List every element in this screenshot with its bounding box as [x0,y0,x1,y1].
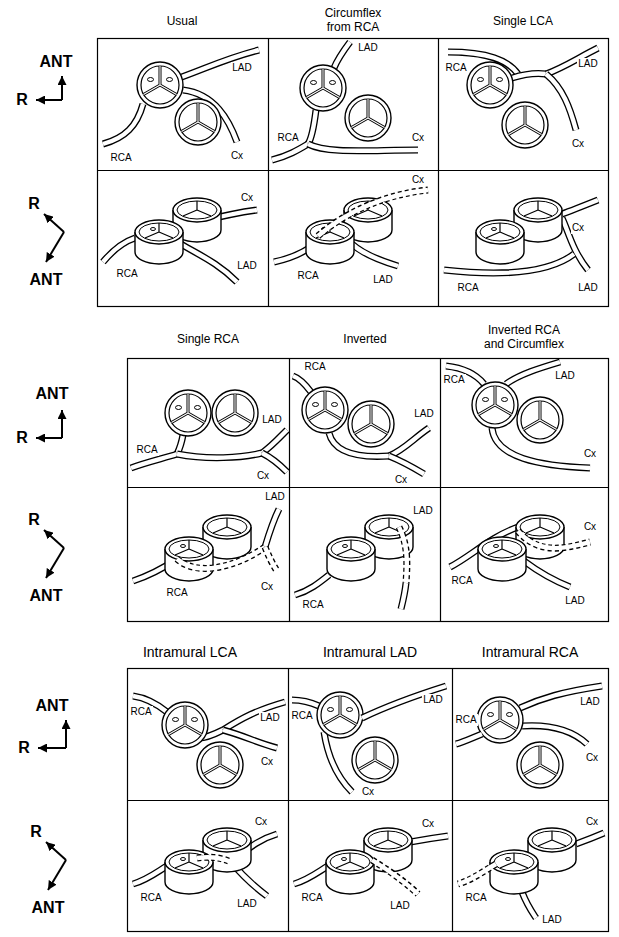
artery-label: Cx [394,474,408,486]
artery-label: LAD [231,62,252,74]
artery-label: RCA [444,62,467,74]
artery-label: LAD [412,505,433,517]
axis-label: ANT [35,697,70,715]
axis-label: R [27,195,41,213]
artery-label: Cx [583,448,597,460]
artery-label: Cx [411,174,425,186]
panel-title: Intramural RCA [481,644,579,660]
artery-label: LAD [236,898,257,910]
artery-label: Cx [361,786,375,798]
artery-label: RCA [442,374,465,386]
artery-label: RCA [165,587,188,599]
artery-label: Cx [585,752,599,764]
artery-label: RCA [290,710,313,722]
artery-label: RCA [115,268,138,280]
artery-label: Cx [260,581,274,593]
artery-label: RCA [464,892,487,904]
artery-label: LAD [564,595,585,607]
artery-label: LAD [236,260,257,272]
panel-title: Intramural LCA [142,644,238,660]
artery-label: LAD [413,408,434,420]
artery-label: Cx [260,756,274,768]
artery-label: RCA [303,361,326,373]
axis-label: R [17,739,31,757]
artery-label: RCA [109,152,132,164]
artery-label: Cx [583,521,597,533]
artery-label: RCA [296,270,319,282]
artery-label: LAD [357,42,378,54]
artery-label: RCA [456,282,479,294]
axis-label: R [27,511,41,529]
panel-title: Usual [166,15,199,29]
artery-label: Cx [256,470,270,482]
artery-label: RCA [300,892,323,904]
artery-label: Cx [571,222,585,234]
panel-title: Intramural LAD [322,644,418,660]
axis-label: ANT [31,899,66,917]
axis-label: R [15,429,29,447]
artery-label: Cx [240,192,254,204]
panel-title: Inverted RCA and Circumflex [477,324,571,352]
artery-label: LAD [577,58,598,70]
artery-label: LAD [264,491,285,503]
artery-label: RCA [454,714,477,726]
artery-label: Cx [585,816,599,828]
axis-label: R [15,91,29,109]
artery-label: LAD [577,282,598,294]
axis-label: ANT [29,271,64,289]
artery-label: LAD [261,414,282,426]
artery-label: RCA [301,599,324,611]
artery-label: Cx [421,818,435,830]
artery-label: LAD [541,914,562,926]
artery-label: LAD [259,712,280,724]
artery-label: LAD [389,900,410,912]
artery-label: RCA [135,444,158,456]
artery-label: RCA [450,575,473,587]
artery-label: LAD [554,370,575,382]
artery-label: LAD [422,694,443,706]
panel-title: Single RCA [176,333,240,347]
panel-title: Circumflex from RCA [312,7,394,35]
artery-label: LAD [372,274,393,286]
artery-label: Cx [230,150,244,162]
axis-label: ANT [35,385,70,403]
artery-label: RCA [129,706,152,718]
panel-title: Single LCA [492,15,554,29]
panel-title: Inverted [342,333,387,347]
axis-label: ANT [29,587,64,605]
axis-label: ANT [39,53,74,71]
axis-label: R [29,823,43,841]
artery-label: Cx [411,132,425,144]
artery-label: RCA [139,892,162,904]
artery-label: RCA [276,132,299,144]
artery-label: Cx [254,816,268,828]
artery-label: Cx [571,138,585,150]
artery-label: LAD [579,696,600,708]
